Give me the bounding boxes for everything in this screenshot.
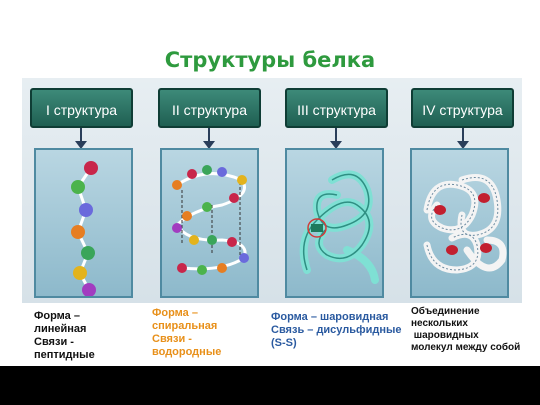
tab-tertiary-structure: III структура	[285, 88, 388, 128]
arrow-down-icon	[75, 128, 87, 149]
tertiary-structure-illustration	[285, 148, 384, 298]
slide-title: Структуры белка	[164, 48, 376, 72]
caption-quaternary: Объединение нескольких шаровидных молеку…	[411, 306, 521, 353]
arrow-down-icon	[457, 128, 469, 149]
slide: Структуры белка I структура II структура…	[0, 0, 540, 366]
quaternary-structure-illustration	[410, 148, 509, 298]
caption-secondary: Форма – спиральная Связи - водородные	[152, 307, 222, 358]
arrow-down-icon	[330, 128, 342, 149]
tab-quaternary-structure: IV структура	[411, 88, 514, 128]
primary-structure-illustration	[34, 148, 133, 298]
secondary-structure-illustration	[160, 148, 259, 298]
caption-primary: Форма – линейная Связи - пептидные	[34, 310, 95, 361]
tab-secondary-structure: II структура	[158, 88, 261, 128]
arrow-down-icon	[203, 128, 215, 149]
tab-primary-structure: I структура	[30, 88, 133, 128]
caption-tertiary: Форма – шаровидная Связь – дисульфидные …	[271, 311, 402, 349]
